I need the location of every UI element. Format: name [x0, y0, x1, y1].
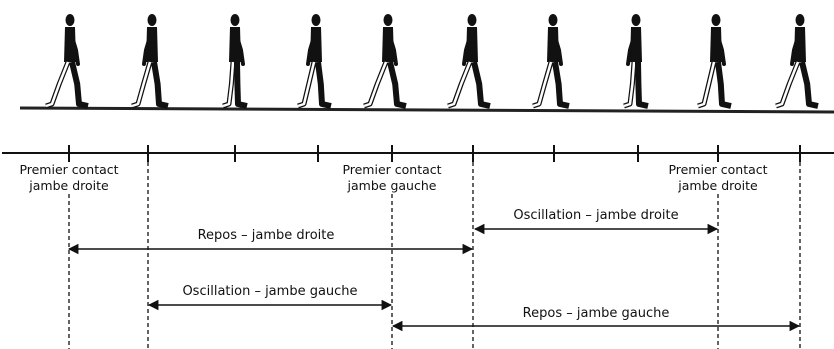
walking-figure-icon — [363, 14, 407, 109]
contact-label-3: Premier contact jambe droite — [668, 162, 767, 193]
contact-label-2: Premier contact jambe gauche — [342, 162, 441, 193]
contact-label-1-line1: Premier contact — [19, 162, 118, 177]
walking-figure-icon — [45, 14, 89, 109]
walking-figure-icon — [697, 14, 732, 109]
walking-figure-icon — [222, 14, 248, 109]
contact-label-2-line2: jambe gauche — [347, 178, 437, 193]
contact-label-3-line1: Premier contact — [668, 162, 767, 177]
walking-figure-icon — [297, 14, 332, 109]
phase-oscillation-left-label: Oscillation – jambe gauche — [182, 284, 357, 299]
walking-figure-icon — [447, 14, 491, 109]
contact-label-2-line1: Premier contact — [342, 162, 441, 177]
contact-label-1-line2: jambe droite — [28, 178, 109, 193]
phase-repos-left: Repos – jambe gauche — [391, 306, 801, 332]
phase-repos-right: Repos – jambe droite — [67, 228, 474, 255]
walking-figure-icon — [775, 14, 819, 109]
walking-figure-icon — [532, 14, 570, 109]
walking-figure-icon — [131, 14, 169, 109]
walking-figures-strip — [19, 14, 834, 114]
phase-oscillation-right-label: Oscillation – jambe droite — [513, 208, 678, 223]
phase-oscillation-right: Oscillation – jambe droite — [473, 208, 719, 235]
walking-figure-icon — [623, 14, 649, 109]
phase-oscillation-left: Oscillation – jambe gauche — [147, 284, 393, 311]
ground-line — [19, 106, 834, 114]
phase-repos-left-label: Repos – jambe gauche — [523, 306, 670, 321]
contact-label-1: Premier contact jambe droite — [19, 162, 118, 193]
contact-label-3-line2: jambe droite — [677, 178, 758, 193]
phase-repos-right-label: Repos – jambe droite — [198, 228, 335, 243]
timeline — [2, 145, 834, 162]
